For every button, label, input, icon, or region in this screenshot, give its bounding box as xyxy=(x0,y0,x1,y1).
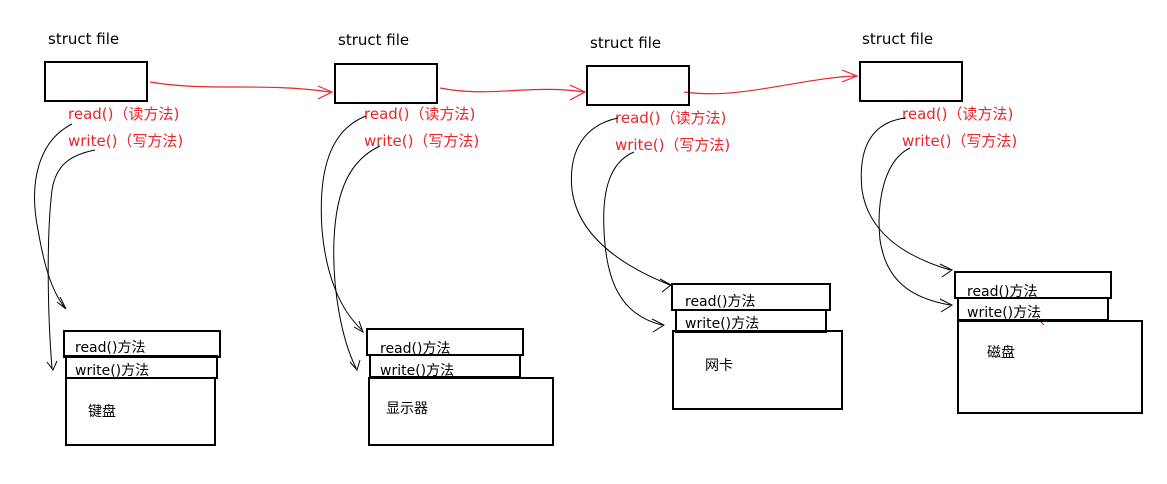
write-method-label: write()（写方法) xyxy=(68,132,183,150)
link-arrow-2 xyxy=(439,84,587,101)
read-method-label: read()（读方法) xyxy=(364,105,475,123)
device-name: 网卡 xyxy=(705,358,733,374)
device-write-label: write()方法 xyxy=(967,305,1041,321)
column-display: struct file read()（读方法) write()（写方法) rea… xyxy=(320,31,554,446)
device-name: 显示器 xyxy=(386,401,428,417)
read-pointer-arrow xyxy=(860,117,953,278)
column-disk: struct file read()（读方法) write()（写方法) rea… xyxy=(859,30,1143,414)
struct-file-title: struct file xyxy=(590,34,661,52)
write-pointer-arrow xyxy=(878,147,954,313)
link-arrow-3 xyxy=(683,69,859,95)
device-box xyxy=(672,330,843,410)
read-method-label: read()（读方法) xyxy=(68,105,179,123)
struct-file-box xyxy=(44,61,148,102)
write-method-label: write()（写方法) xyxy=(615,136,730,154)
write-pointer-arrow xyxy=(46,149,96,371)
struct-file-box xyxy=(859,61,963,102)
device-write-label: write()方法 xyxy=(75,363,149,379)
struct-file-links xyxy=(149,69,859,101)
read-pointer-arrow xyxy=(320,115,367,334)
device-write-label: write()方法 xyxy=(380,363,454,379)
device-box xyxy=(957,320,1143,414)
struct-file-title: struct file xyxy=(338,31,409,49)
read-method-label: read()（读方法) xyxy=(615,109,726,127)
struct-file-box xyxy=(334,63,438,104)
device-box xyxy=(65,377,216,446)
device-box xyxy=(368,377,554,446)
write-method-label: write()（写方法) xyxy=(364,132,479,150)
struct-file-title: struct file xyxy=(48,30,119,48)
write-pointer-arrow xyxy=(603,151,666,333)
device-name: 键盘 xyxy=(88,403,116,420)
write-method-label: write()（写方法) xyxy=(902,132,1017,150)
device-read-label: read()方法 xyxy=(75,340,145,356)
read-method-label: read()（读方法) xyxy=(902,105,1013,123)
device-read-label: read()方法 xyxy=(967,284,1037,300)
write-pointer-arrow xyxy=(333,145,381,372)
column-network-card: struct file read()（读方法) write()（写方法) rea… xyxy=(570,34,843,410)
device-write-label: write()方法 xyxy=(685,316,759,332)
link-arrow-1 xyxy=(149,81,334,100)
device-name: 磁盘 xyxy=(987,344,1015,361)
struct-file-box xyxy=(586,65,690,106)
struct-file-title: struct file xyxy=(862,30,933,48)
read-pointer-arrow xyxy=(34,123,73,310)
column-keyboard: struct file read()（读方法) write()（写方法) rea… xyxy=(34,30,221,446)
device-read-label: read()方法 xyxy=(380,341,450,357)
device-read-label: read()方法 xyxy=(685,294,755,310)
